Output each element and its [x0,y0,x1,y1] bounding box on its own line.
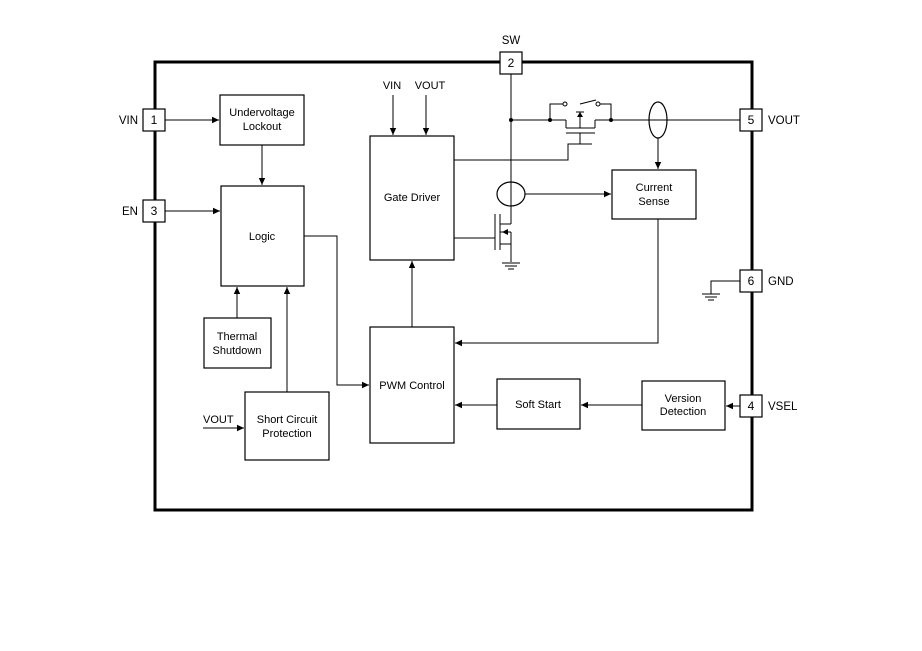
short-circuit-protection-block: Short Circuit Protection [244,391,330,461]
version-label-line2: Detection [660,406,706,418]
thermal-label-line1: Thermal [217,331,257,343]
pin-vout: 5 VOUT [739,108,800,132]
pin-vin-number: 1 [151,113,158,127]
gate-driver-vout-label: VOUT [415,80,446,92]
pin-en-number: 3 [151,204,158,218]
gate-driver-vin-label: VIN [383,80,401,92]
thermal-label-line2: Shutdown [213,345,262,357]
pin-gnd-number: 6 [748,274,755,288]
junction-sw [509,118,513,122]
thermal-shutdown-block: Thermal Shutdown [203,317,272,369]
pin-vout-number: 5 [748,113,755,127]
pin-vin-label: VIN [119,115,138,127]
wire-gd-to-pmos-gate [454,143,592,161]
ground-icon-pin [702,293,720,301]
ground-icon-nmos [502,262,520,270]
logic-label: Logic [249,231,276,243]
gate-driver-label: Gate Driver [384,192,441,204]
uvlo-label-line1: Undervoltage [229,107,294,119]
version-detection-block: Version Detection [641,380,726,431]
scp-label-line2: Protection [262,428,312,440]
wire-logic-to-pwm [304,235,369,389]
pin-sw: 2 SW [499,35,523,75]
uvlo-label-line2: Lockout [243,121,282,133]
pin-vout-label: VOUT [768,115,800,127]
pwm-label: PWM Control [379,380,444,392]
pin-vsel: 4 VSEL [739,394,798,418]
pin-en: 3 EN [122,199,166,223]
current-sense-label-line2: Sense [638,196,669,208]
scp-vout-label: VOUT [203,414,234,426]
scp-label-line1: Short Circuit [257,414,318,426]
pin-sw-number: 2 [508,56,515,70]
soft-start-label: Soft Start [515,399,561,411]
pin-gnd: 6 GND [739,269,794,293]
pin-gnd-label: GND [768,276,794,288]
pin-vin: 1 VIN [119,108,166,132]
high-side-pmos-switch [549,99,612,144]
wire-gnd-pin [710,280,740,294]
undervoltage-lockout-block: Undervoltage Lockout [219,94,305,146]
pin-sw-label: SW [502,35,521,47]
version-label-line1: Version [665,393,702,405]
pin-en-label: EN [122,206,138,218]
pin-vsel-label: VSEL [768,401,798,413]
wire-current-sense-to-pwm [455,219,659,347]
logic-block: Logic [220,185,305,287]
current-sense-block: Current Sense [611,169,697,220]
gate-driver-block: Gate Driver [369,135,455,261]
low-side-nmos-switch [494,214,512,262]
current-sense-label-line1: Current [636,182,673,194]
pin-vsel-number: 4 [748,399,755,413]
soft-start-block: Soft Start [496,378,581,430]
pwm-control-block: PWM Control [369,326,455,444]
